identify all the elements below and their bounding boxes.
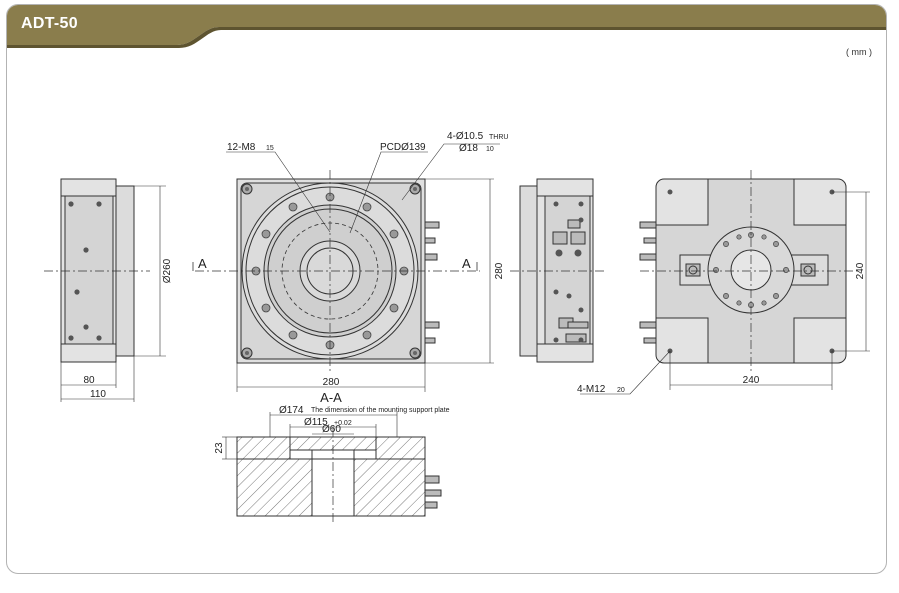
dim-thru-label: THRU	[489, 134, 508, 141]
dim-left-depth-80: 80	[83, 375, 95, 386]
left-side-view	[44, 178, 166, 402]
dim-left-depth-110: 110	[90, 389, 106, 400]
bottom-view	[580, 170, 870, 395]
dim-bottom-holes: 4-M12	[577, 384, 606, 395]
dim-mounting-holes: 12-M8	[227, 142, 256, 153]
page-title: ADT-50	[21, 15, 78, 32]
dim-bottom-width: 240	[743, 375, 760, 386]
dim-thru-holes: 4-Ø10.5	[447, 131, 484, 142]
section-note: The dimension of the mounting support pl…	[311, 407, 450, 414]
dim-left-height: Ø260	[162, 258, 173, 283]
section-title: A-A	[320, 390, 342, 405]
dim-section-mid: Ø115	[304, 417, 328, 428]
dim-front-width: 280	[323, 377, 340, 388]
right-side-view	[510, 178, 605, 363]
dim-section-outer: Ø174	[279, 405, 304, 416]
dim-bottom-height: 240	[855, 262, 866, 279]
dim-section-depth: 23	[214, 442, 225, 454]
dim-bottom-holes-depth: 20	[617, 387, 625, 394]
front-view	[192, 143, 500, 392]
dim-section-mid-tol: +0.02	[334, 420, 352, 427]
section-mark-right: A	[462, 256, 471, 271]
unit-label: ( mm )	[846, 47, 872, 57]
dim-section-inner: Ø60	[322, 424, 341, 435]
dim-counterbore-depth: 10	[486, 146, 494, 153]
header-band	[7, 5, 886, 48]
section-view	[222, 412, 442, 522]
section-mark-left: A	[198, 256, 207, 271]
dim-counterbore: Ø18	[459, 143, 478, 154]
dim-front-height: 280	[494, 262, 505, 279]
dim-pcd: PCDØ139	[380, 142, 426, 153]
dim-mounting-depth: 15	[266, 145, 274, 152]
